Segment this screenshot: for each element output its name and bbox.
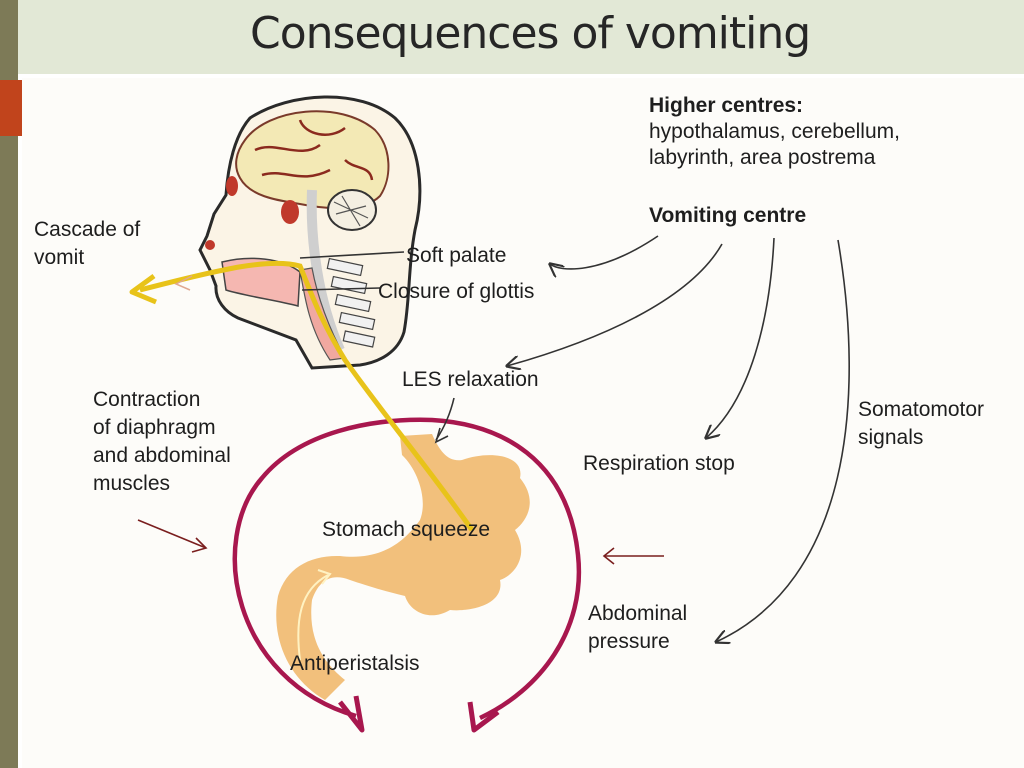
higher-centres-line1: hypothalamus, cerebellum, xyxy=(649,120,900,143)
head-illustration xyxy=(198,95,422,370)
higher-to-vomiting-arrow xyxy=(550,235,659,269)
antiperistalsis-arrow xyxy=(297,574,329,661)
closure-of-glottis-label: Closure of glottis xyxy=(378,280,534,303)
stomach-illustration xyxy=(276,434,530,700)
abdominal-pressure-ring xyxy=(232,417,582,721)
somatomotor-arrow xyxy=(716,239,850,642)
diagram-background xyxy=(22,78,1024,768)
right-pressure-arrowhead-icon xyxy=(467,701,500,733)
abdominal-pressure-label-line1: Abdominal xyxy=(588,602,687,625)
slide-left-bar xyxy=(0,0,18,768)
antiperistalsis-label: Antiperistalsis xyxy=(290,652,420,675)
slide-accent-block xyxy=(0,80,22,136)
slide-title: Consequences of vomiting xyxy=(250,8,811,59)
title-band xyxy=(18,0,1024,74)
soft-palate-label: Soft palate xyxy=(406,244,506,267)
abdominal-pressure-label-line2: pressure xyxy=(588,630,670,653)
vomiting-to-respiration-arrow xyxy=(706,237,775,438)
cascade-label-line2: vomit xyxy=(34,246,84,269)
contraction-label-line2: of diaphragm xyxy=(93,416,216,439)
left-pressure-arrowhead-icon xyxy=(338,695,365,733)
somatomotor-label-line1: Somatomotor xyxy=(858,398,984,421)
cascade-label-line1: Cascade of xyxy=(34,218,140,241)
oral-cavity-icon xyxy=(221,257,301,307)
higher-centres-heading: Higher centres: xyxy=(649,94,803,117)
contraction-label-line1: Contraction xyxy=(93,388,200,411)
les-relaxation-label: LES relaxation xyxy=(402,368,539,391)
contraction-label-line3: and abdominal xyxy=(93,444,231,467)
vomiting-centre-label: Vomiting centre xyxy=(649,204,806,227)
vomit-arrowhead-icon xyxy=(129,273,157,305)
higher-centres-line2: labyrinth, area postrema xyxy=(649,146,876,169)
somatomotor-label-line2: signals xyxy=(858,426,923,449)
soft-palate-leader xyxy=(299,251,405,259)
vomiting-to-les-arrow xyxy=(507,243,723,366)
contraction-label-line4: muscles xyxy=(93,472,170,495)
stomach-squeeze-label: Stomach squeeze xyxy=(322,518,490,541)
vomit-path-line xyxy=(139,260,475,532)
respiration-stop-label: Respiration stop xyxy=(583,452,735,475)
glottis-leader xyxy=(301,287,381,291)
contraction-arrow xyxy=(137,519,207,549)
